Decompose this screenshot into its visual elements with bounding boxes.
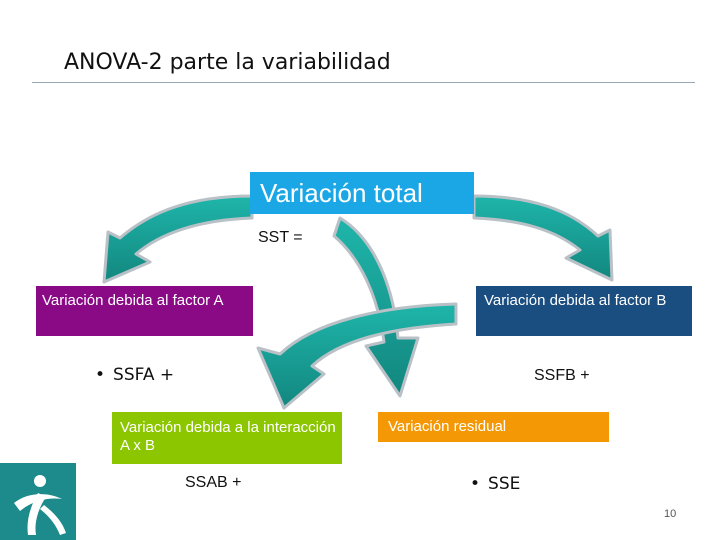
curved-arrow-icon-left [102,194,254,284]
curved-arrow-icon-center [332,216,420,398]
bullet-icon: • [95,365,106,385]
ssab-label: SSAB + [185,474,242,491]
sst-label: SST = [258,229,303,246]
logo-icon [0,463,76,540]
factor-a-box: Variación debida al factor A [36,286,253,336]
ssfa-label: • SSFA + [95,365,174,385]
title-divider [32,82,695,83]
bullet-icon: • [470,474,481,494]
factor-b-box: Variación debida al factor B [476,286,692,336]
sse-text: SSE [488,474,521,494]
page-number: 10 [664,508,677,520]
ssfb-label: SSFB + [534,367,590,384]
slide-title: ANOVA-2 parte la variabilidad [64,50,391,75]
sse-label: • SSE [470,474,520,494]
interaction-box: Variación debida a la interacción A x B [112,412,342,464]
ssfa-text: SSFA + [113,365,175,385]
residual-box: Variación residual [378,412,609,442]
curved-arrow-icon-right [472,194,614,282]
total-variation-box: Variación total [250,172,474,214]
curved-arrow-icon-bottom [256,302,458,410]
